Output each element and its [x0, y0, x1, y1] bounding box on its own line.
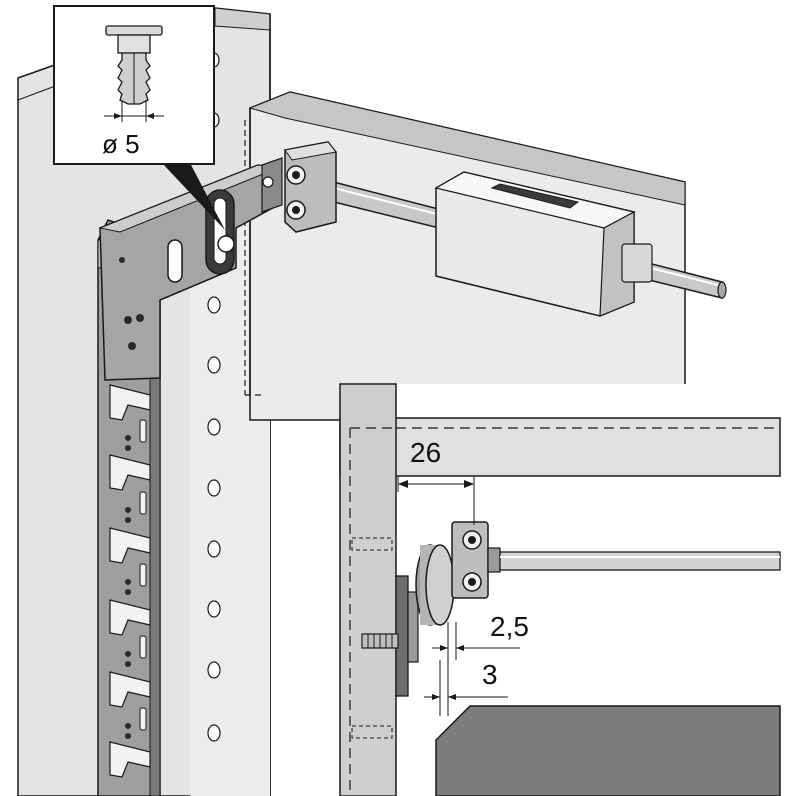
- rod-clamp: [284, 141, 337, 233]
- dimension-3-label: 3: [482, 659, 498, 690]
- pin-detail-inset: ø 5: [53, 5, 225, 230]
- dimension-2-5-label: 2,5: [490, 611, 529, 642]
- dimension-26-label: 26: [410, 437, 441, 468]
- sensor-box: [434, 171, 653, 317]
- fixing-screw: [361, 633, 399, 649]
- section-view: [339, 383, 796, 796]
- pin-diameter-label: ø 5: [102, 129, 140, 159]
- dimension-26: 26: [397, 437, 475, 525]
- dimension-2-5: 2,5: [432, 611, 529, 716]
- dimension-3: 3: [424, 659, 508, 716]
